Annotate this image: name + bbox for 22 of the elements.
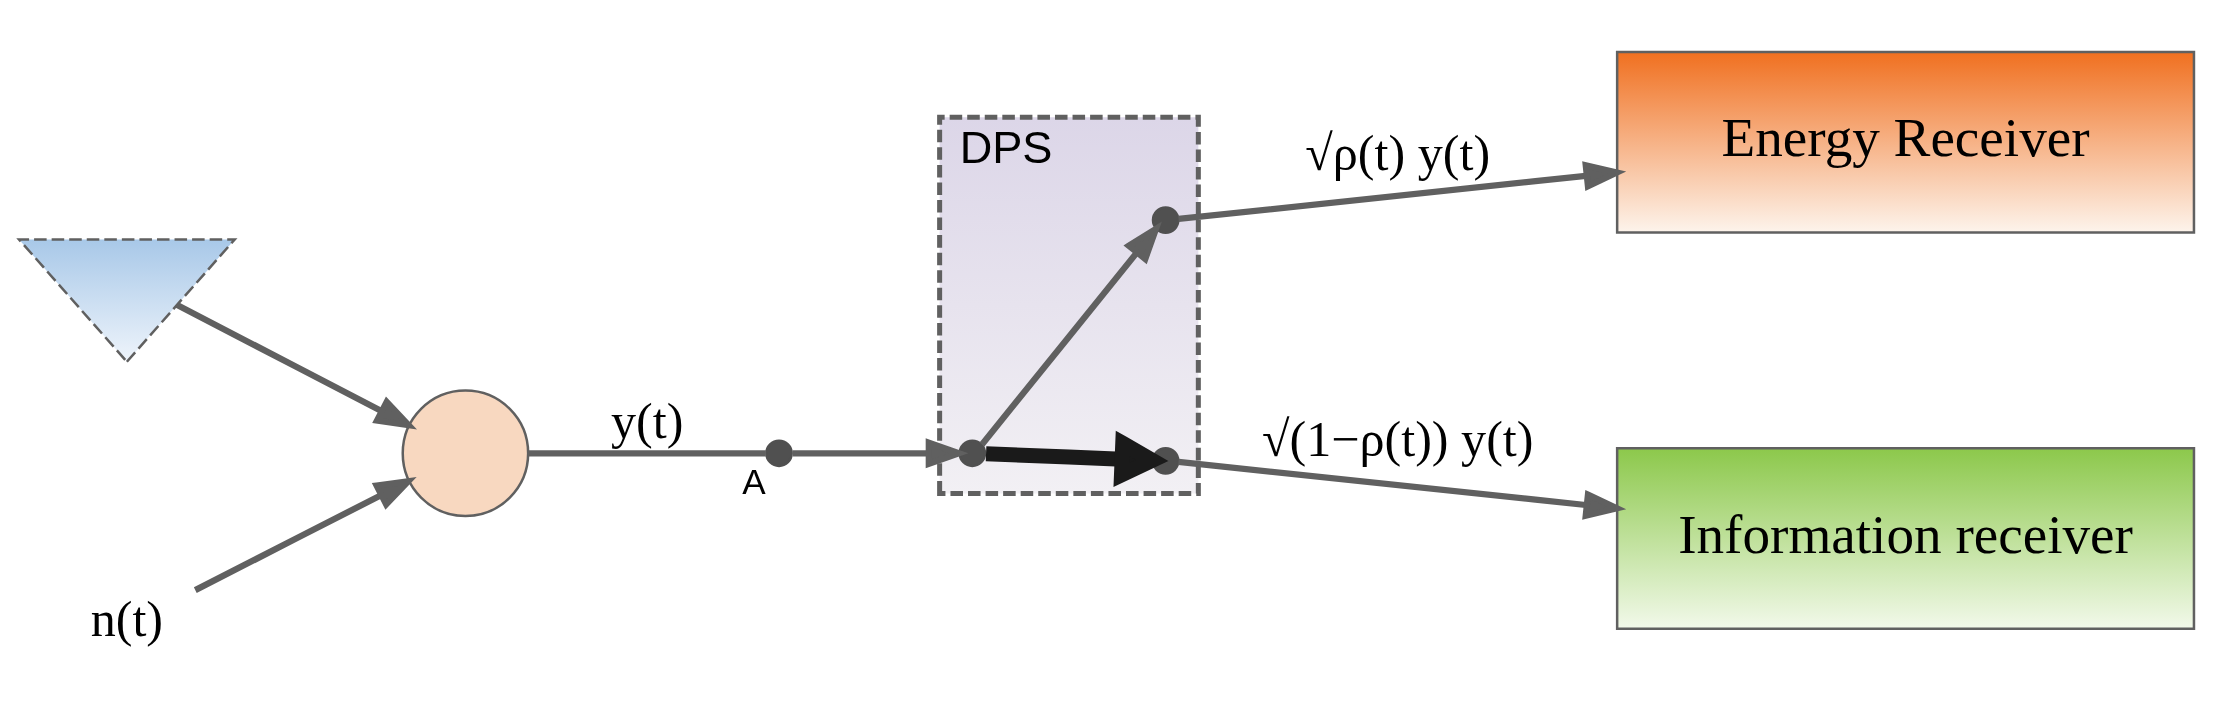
edge-label: √ρ(t) y(t) (1305, 124, 1491, 181)
edge-label: √(1−ρ(t)) y(t) (1261, 410, 1534, 467)
node-dot (765, 439, 793, 468)
arrow (979, 221, 1162, 447)
node-box: Information receiver (1615, 447, 2196, 631)
connector (528, 450, 766, 457)
node-dot (1151, 446, 1180, 475)
node-box: Energy Receiver (1615, 50, 2196, 234)
node-triangle (16, 238, 238, 364)
arrow (175, 302, 417, 430)
node-dot (958, 439, 987, 468)
cluster: DPS (937, 114, 1201, 496)
node-label: A (742, 462, 766, 502)
arrow (792, 438, 969, 469)
node-text: n(t) (90, 591, 164, 648)
edge-label: y(t) (611, 393, 684, 450)
arrow (193, 476, 417, 593)
arrow (1178, 458, 1627, 520)
node-dot (1151, 206, 1180, 234)
arrow (985, 430, 1169, 488)
node-circle (401, 389, 530, 518)
arrow (1178, 161, 1627, 223)
